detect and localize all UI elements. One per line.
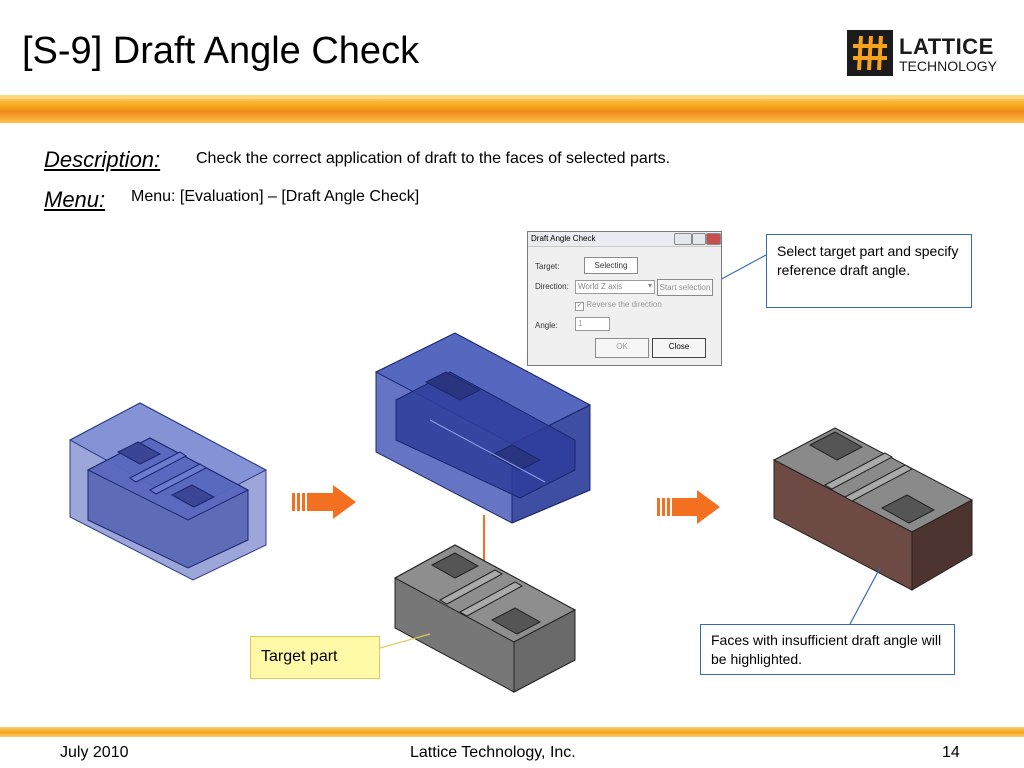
menu-label: Menu:: [44, 187, 106, 212]
footer-page-number: 14: [942, 744, 960, 761]
mold-blue-middle: [374, 332, 592, 524]
target-label: Target:: [535, 262, 560, 271]
header-band: [0, 95, 1024, 123]
chevron-down-icon: ▾: [647, 281, 652, 290]
close-button[interactable]: Close: [652, 338, 706, 358]
description-label: Description:: [44, 147, 161, 172]
lattice-logo-icon: [847, 30, 893, 76]
checkbox-icon: ✔: [575, 302, 584, 311]
ok-button[interactable]: OK: [595, 338, 649, 358]
direction-select[interactable]: World Z axis ▾: [575, 280, 655, 294]
target-selecting-button[interactable]: Selecting: [584, 257, 638, 274]
footer-company: Lattice Technology, Inc.: [410, 744, 576, 761]
process-arrow-1: [292, 485, 356, 519]
angle-label: Angle:: [535, 321, 558, 330]
header-band-highlight: [0, 95, 1024, 99]
callout-select-target: Select target part and specify reference…: [766, 234, 972, 308]
start-selection-button[interactable]: Start selection: [657, 279, 713, 296]
angle-input[interactable]: 1: [575, 317, 610, 331]
dialog-titlebar: Draft Angle Check: [528, 232, 721, 247]
minimize-icon[interactable]: [674, 233, 692, 245]
direction-label: Direction:: [535, 282, 569, 291]
mold-with-part-left: [68, 402, 268, 581]
target-part-label: Target part: [250, 636, 380, 679]
menu-path-text: Menu: [Evaluation] – [Draft Angle Check]: [131, 188, 420, 205]
slide-title: [S-9] Draft Angle Check: [22, 30, 420, 72]
footer-band: [0, 727, 1024, 737]
close-icon[interactable]: [706, 233, 721, 245]
draft-angle-dialog: Draft Angle Check Target: Selecting Dire…: [527, 231, 722, 366]
process-arrow-2: [657, 490, 720, 524]
logo-subtitle: TECHNOLOGY: [899, 58, 998, 74]
maximize-icon[interactable]: [692, 233, 706, 245]
description-text: Check the correct application of draft t…: [196, 150, 671, 167]
reverse-direction-checkbox[interactable]: ✔ Reverse the direction: [575, 300, 662, 311]
highlighted-part: [772, 427, 974, 591]
target-part-gray: [393, 544, 577, 693]
lattice-logo: LATTICE TECHNOLOGY: [847, 30, 997, 78]
footer-date: July 2010: [60, 744, 129, 761]
logo-name: LATTICE: [899, 34, 994, 59]
callout-faces-highlighted: Faces with insufficient draft angle will…: [700, 624, 955, 675]
dialog-title: Draft Angle Check: [531, 234, 596, 243]
